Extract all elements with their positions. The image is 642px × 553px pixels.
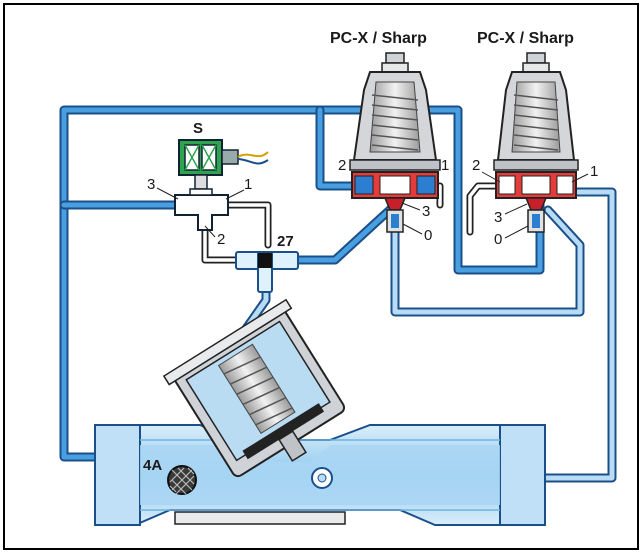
solenoid-port-3-leader bbox=[156, 187, 179, 200]
pilot-right: PC-X / Sharp 2 1 3 0 bbox=[472, 30, 598, 248]
pilot-left-port-2-label: 2 bbox=[338, 157, 346, 174]
solenoid-port-1-leader bbox=[225, 189, 245, 200]
solenoid-port-3-label: 3 bbox=[147, 176, 155, 193]
pilot-right-port-1-leader bbox=[571, 173, 589, 183]
pilot-left-port-0-leader bbox=[402, 223, 423, 235]
pilot-right-port-1-label: 1 bbox=[590, 163, 598, 180]
pilot-right-title: PC-X / Sharp bbox=[477, 30, 574, 47]
pilot-left-title: PC-X / Sharp bbox=[330, 30, 427, 47]
main-valve: 4A bbox=[94, 298, 546, 526]
pilot-left-icon bbox=[349, 52, 441, 233]
tube-upstream-loop bbox=[59, 105, 545, 462]
pilot-right-icon bbox=[493, 52, 579, 233]
solenoid-port-2-label: 2 bbox=[217, 231, 225, 248]
pilot-right-port-0-leader bbox=[504, 225, 529, 239]
tee-label: 27 bbox=[277, 233, 294, 250]
pilot-left-port-3-leader bbox=[401, 202, 421, 211]
pilot-left-port-1-label: 1 bbox=[441, 157, 449, 174]
tube-tee-to-pilot bbox=[291, 200, 400, 265]
filter-label: 4A bbox=[143, 457, 162, 474]
pilot-left-port-0-label: 0 bbox=[424, 227, 432, 244]
filter-4a-icon bbox=[167, 465, 197, 495]
solenoid-port-1-label: 1 bbox=[244, 176, 252, 193]
pilot-left-port-3-label: 3 bbox=[422, 203, 430, 220]
downstream-port-icon bbox=[311, 467, 333, 489]
solenoid-body-icon bbox=[174, 174, 229, 231]
pilot-right-port-3-label: 3 bbox=[494, 209, 502, 226]
solenoid-label: S bbox=[193, 120, 203, 137]
tee-fitting-27: 27 bbox=[235, 233, 299, 293]
solenoid-port-2-leader bbox=[204, 225, 216, 238]
pilot-right-port-0-label: 0 bbox=[494, 231, 502, 248]
pilot-right-port-2-label: 2 bbox=[472, 157, 480, 174]
pilot-right-port-3-leader bbox=[504, 203, 528, 215]
main-valve-body-icon bbox=[94, 298, 546, 526]
pilot-left: PC-X / Sharp 2 1 3 0 bbox=[330, 30, 449, 244]
solenoid-valve: S 1 2 3 bbox=[147, 120, 269, 248]
pilot-right-port-2-leader bbox=[481, 171, 501, 183]
